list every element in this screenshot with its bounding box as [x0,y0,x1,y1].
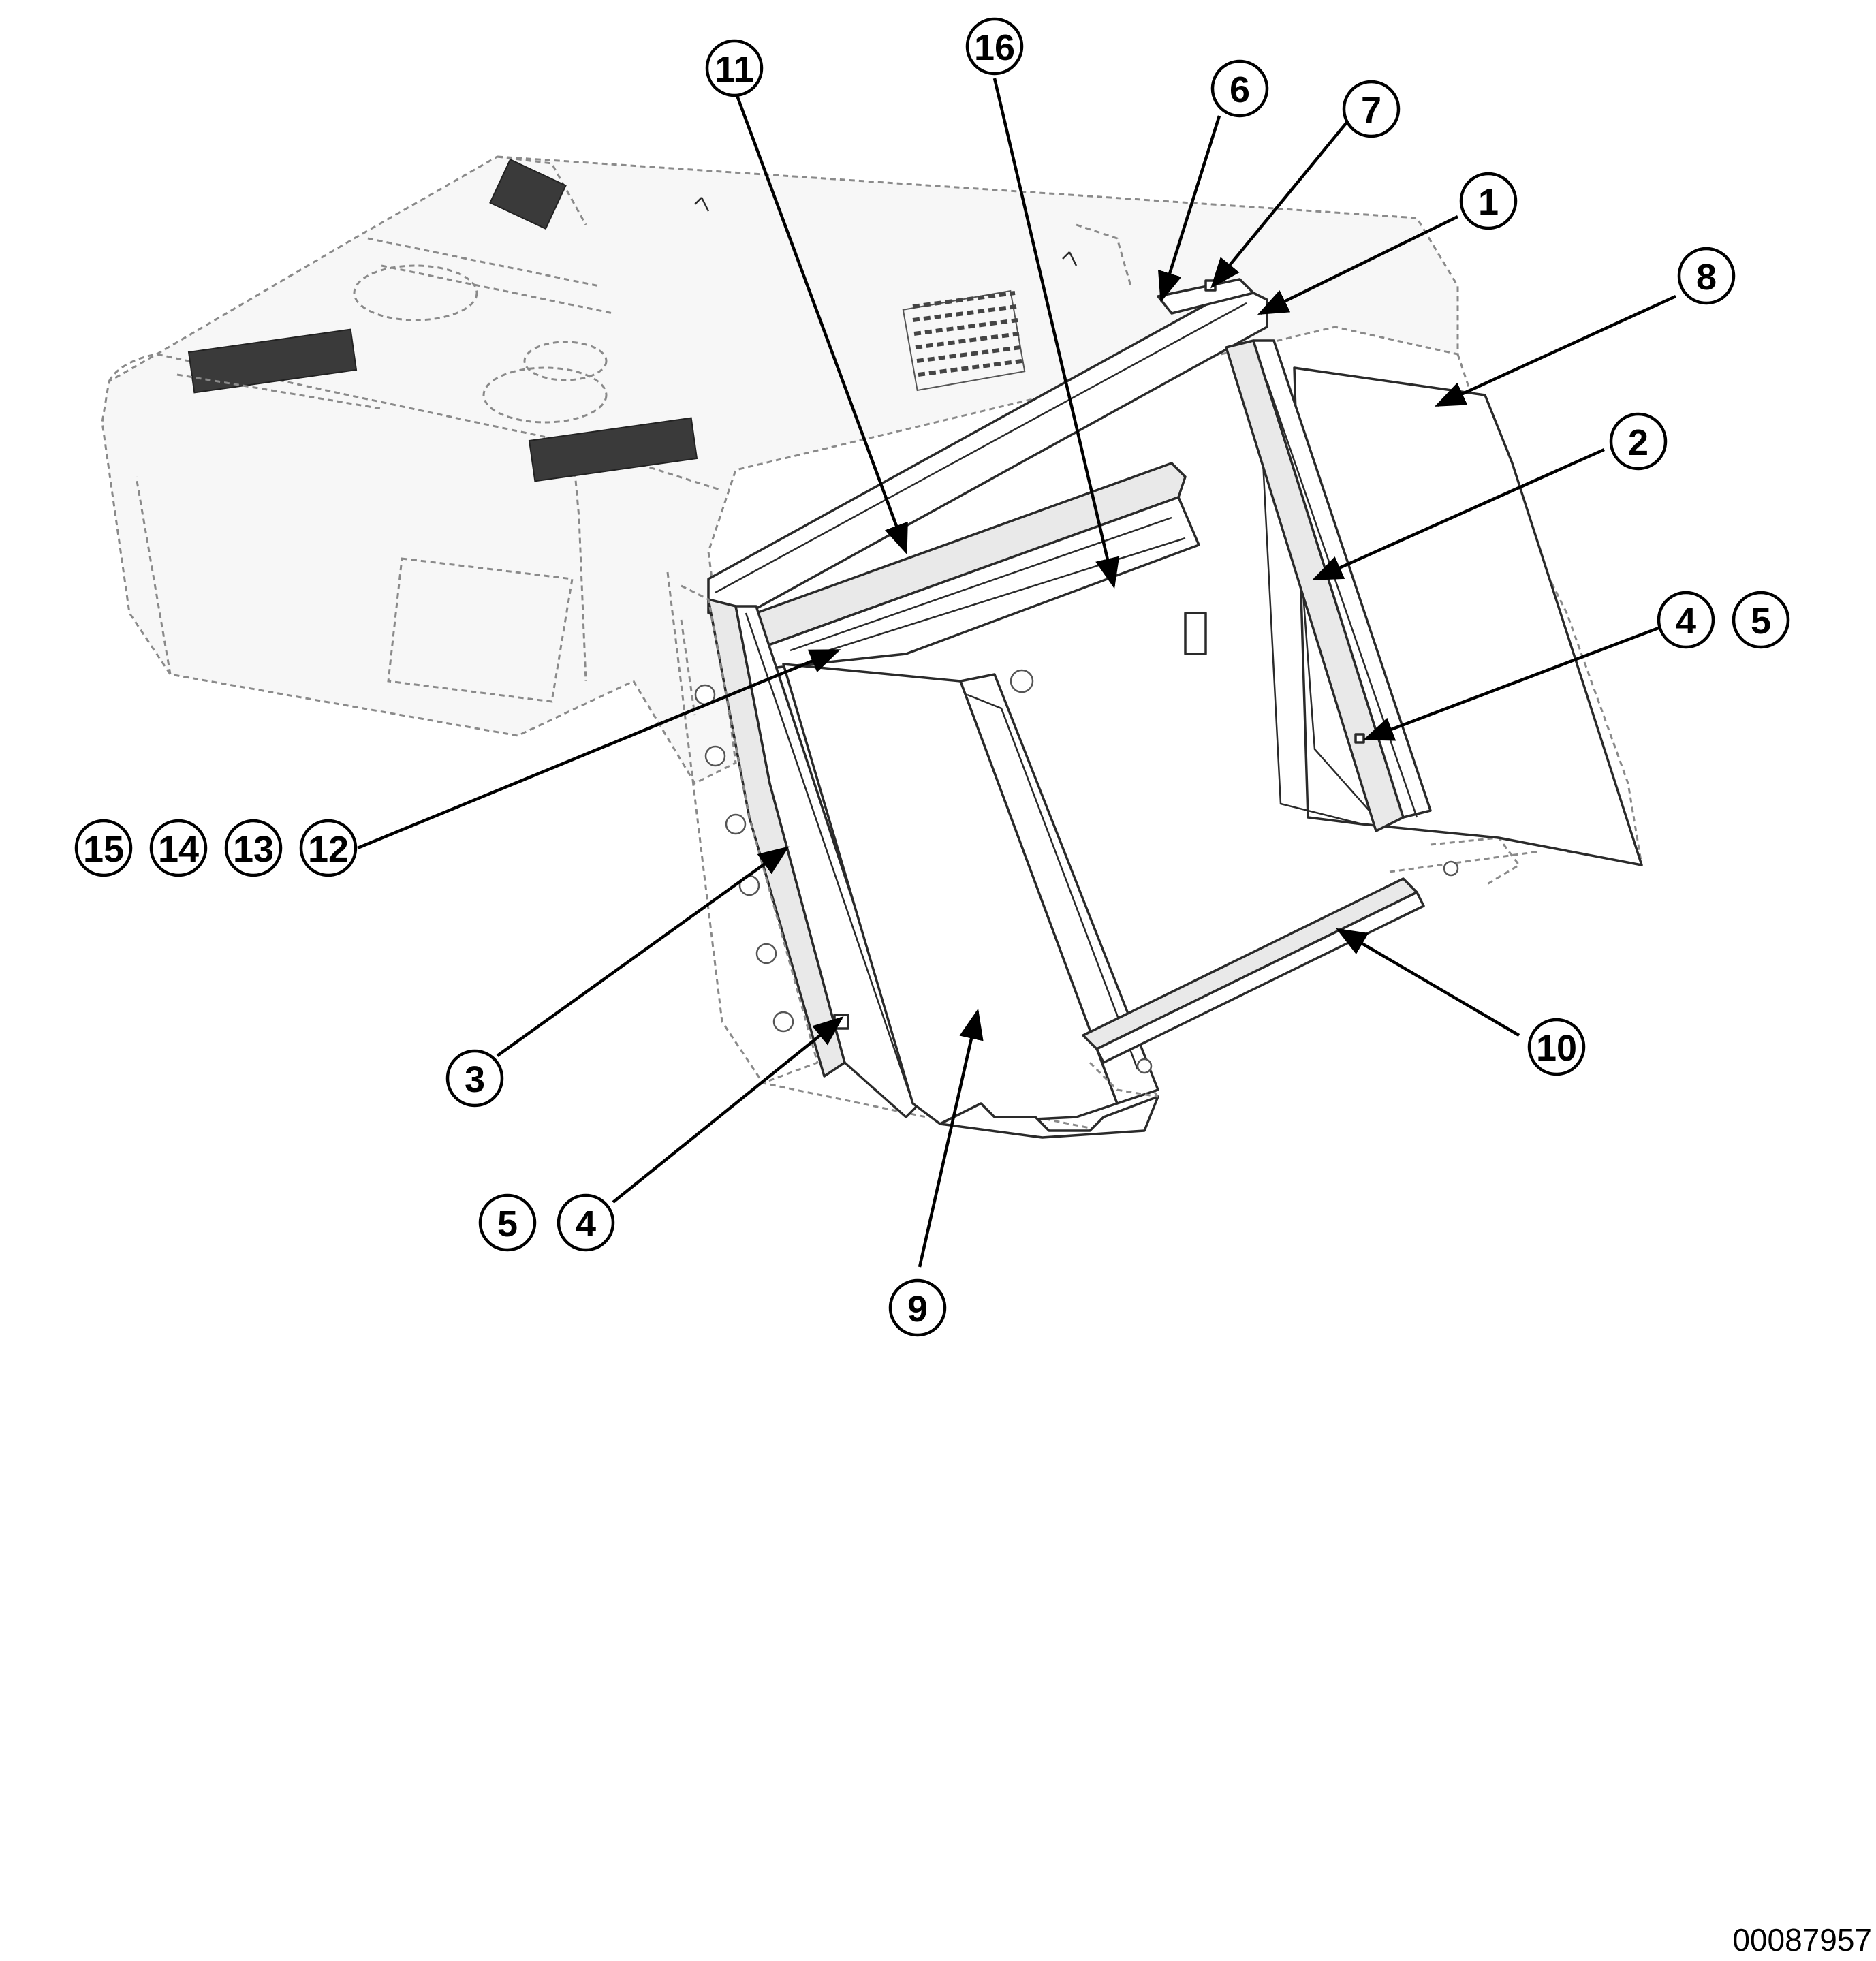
leader-12 [357,648,841,850]
callout-15: 15 [74,819,133,877]
leader-lines [357,78,1676,1268]
callout-14-label: 14 [158,829,199,870]
bottom-rail [1082,850,1540,1098]
callouts: 11 16 6 7 1 8 2 4 5 15 14 13 12 3 10 5 4… [74,17,1790,1337]
leader-10 [1336,928,1520,1037]
callout-9-label: 9 [907,1289,928,1330]
callout-5-right-label: 5 [1751,601,1771,642]
callout-4-right-label: 4 [1676,601,1696,642]
callout-11: 11 [705,39,764,97]
callout-2: 2 [1609,412,1668,471]
callout-13: 13 [224,819,283,877]
leader-4a [1362,625,1663,741]
callout-6-label: 6 [1230,69,1250,110]
left-rail [681,584,921,1118]
callout-8-label: 8 [1696,257,1717,298]
leader-16 [992,78,1120,589]
callout-16: 16 [965,17,1024,76]
callout-14: 14 [149,819,208,877]
leader-4b [612,1016,844,1204]
callout-16-label: 16 [974,27,1015,68]
callout-2-label: 2 [1628,422,1648,463]
leader-6 [1157,115,1221,303]
callout-8: 8 [1677,247,1736,305]
leader-3 [496,846,790,1057]
figure-id-label: 00087957 [1732,1922,1872,1958]
callout-12-label: 12 [308,829,349,870]
vehicle-body-ghost [101,155,1643,1132]
callout-9: 9 [888,1278,947,1337]
callout-4-left-label: 4 [576,1204,596,1244]
callout-1: 1 [1459,172,1518,230]
callout-10: 10 [1527,1018,1586,1076]
leader-1 [1257,215,1458,315]
leader-7 [1210,114,1354,289]
callout-5-left-label: 5 [497,1204,518,1244]
callout-5-right: 5 [1732,591,1790,649]
callout-3: 3 [445,1049,504,1108]
center-panel [782,663,1159,1139]
callout-6: 6 [1210,59,1269,118]
leader-9 [918,1008,984,1268]
callout-7: 7 [1342,80,1401,138]
vent-grille [902,289,1026,392]
callout-13-label: 13 [233,829,274,870]
callout-4-left: 4 [557,1193,615,1252]
callout-5-left: 5 [478,1193,537,1252]
leader-2 [1311,448,1605,581]
callout-15-label: 15 [83,829,124,870]
callout-10-label: 10 [1536,1028,1577,1069]
callout-7-label: 7 [1361,90,1381,131]
leader-8 [1434,294,1676,407]
leader-11 [734,91,908,555]
callout-12: 12 [299,819,358,877]
callout-1-label: 1 [1478,182,1499,223]
callout-4-right: 4 [1657,591,1715,649]
top-rail-assembly [707,278,1268,669]
callout-11-label: 11 [715,49,753,90]
callout-3-label: 3 [465,1059,485,1100]
